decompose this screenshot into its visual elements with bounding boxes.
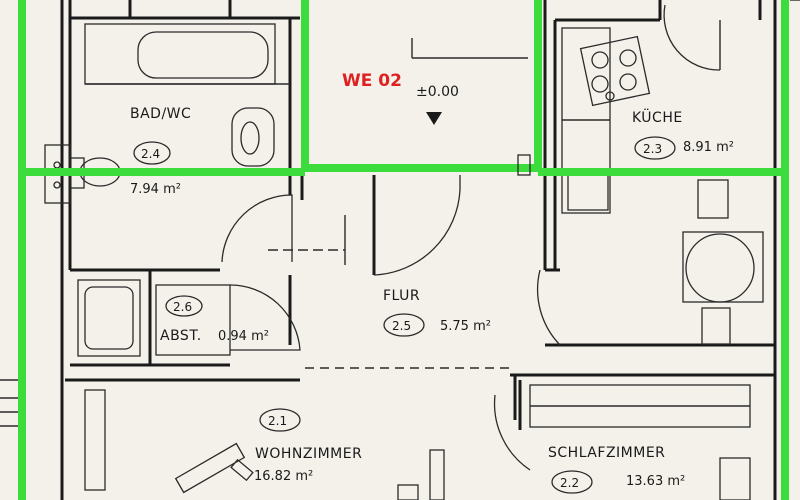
- room-no-abst: 2.6: [173, 300, 192, 314]
- room-name-flur: FLUR: [383, 288, 420, 304]
- room-name-kueche: KÜCHE: [632, 108, 683, 126]
- edge-marks: [0, 0, 800, 427]
- room-name-schlaf: SCHLAFZIMMER: [548, 445, 665, 461]
- room-no-wohnzimmer: 2.1: [268, 414, 287, 428]
- room-area-bad: 7.94 m²: [130, 182, 181, 197]
- walls: [60, 0, 777, 500]
- unit-highlight: [18, 0, 789, 500]
- room-name-abst: ABST.: [160, 328, 202, 344]
- room-no-flur: 2.5: [392, 319, 411, 333]
- room-no-badge: [133, 141, 171, 165]
- abst-frame: [155, 284, 231, 356]
- room-area-schlaf: 13.63 m²: [626, 474, 685, 489]
- room-no-schlaf: 2.2: [560, 476, 579, 490]
- fixtures: [44, 4, 764, 500]
- level-label: ±0.00: [416, 84, 459, 100]
- room-no-badge: [165, 295, 203, 317]
- entrance: [411, 38, 531, 176]
- room-no-kueche: 2.3: [643, 142, 662, 156]
- room-no-badge: [551, 470, 593, 494]
- room-area-flur: 5.75 m²: [440, 319, 491, 334]
- room-area-wohnzimmer: 16.82 m²: [254, 469, 313, 484]
- room-name-bad: BAD/WC: [130, 106, 191, 122]
- room-no-badge: [259, 408, 301, 432]
- room-no-badge: [383, 313, 425, 337]
- level-marker-icon: [426, 112, 442, 125]
- room-area-abst: 0.94 m²: [218, 329, 269, 344]
- unit-label: WE 02: [342, 71, 402, 91]
- room-area-kueche: 8.91 m²: [683, 140, 734, 155]
- room-no-badge: [634, 136, 676, 160]
- room-no-bad: 2.4: [141, 147, 160, 161]
- room-name-wohnzimmer: WOHNZIMMER: [255, 446, 362, 462]
